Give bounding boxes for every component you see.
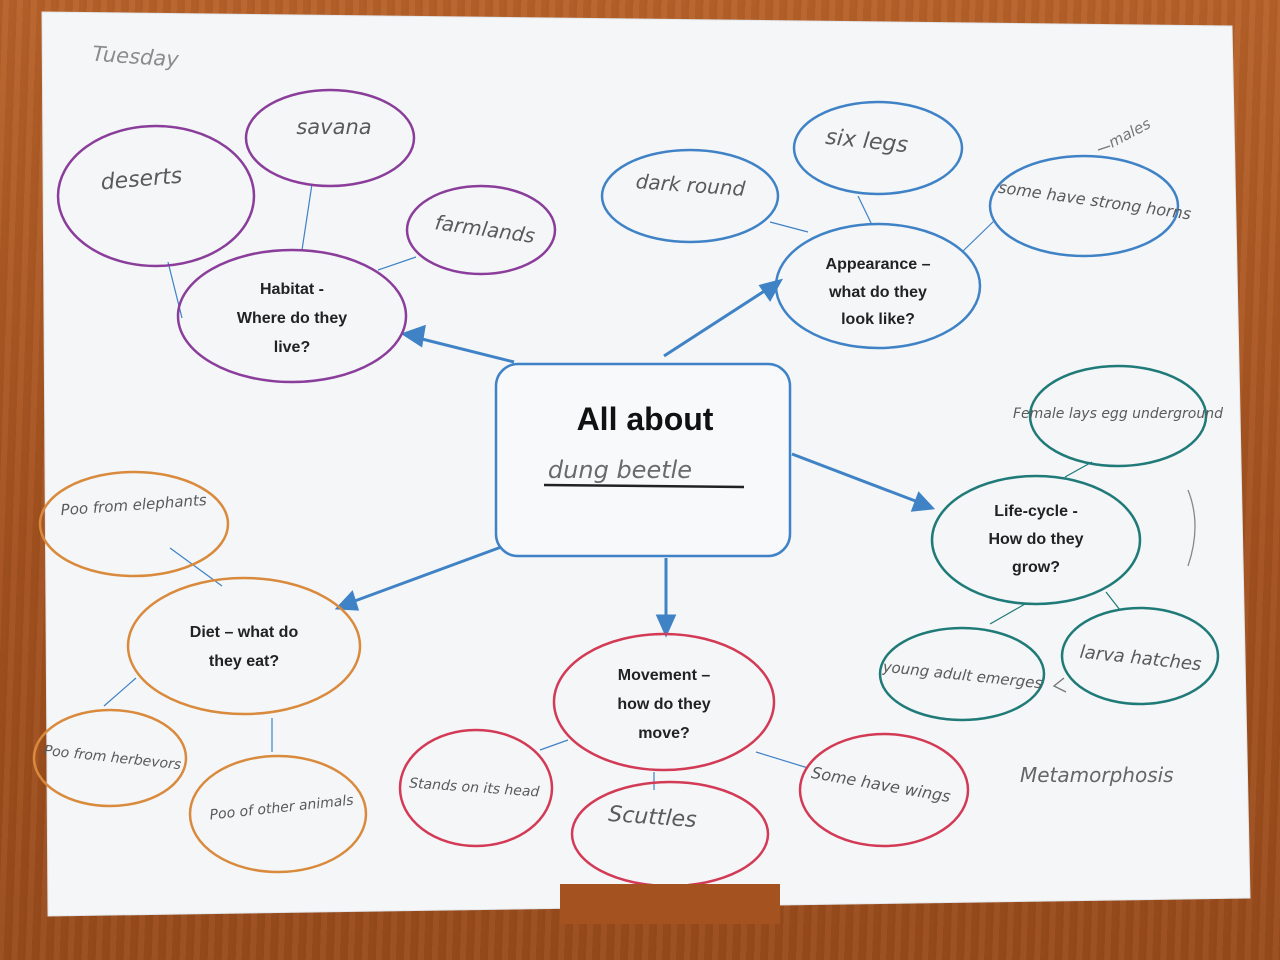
appearance-note-dash [1097,145,1111,151]
habitat-node [176,248,408,384]
movement-node [552,632,776,772]
lifecycle-answer-2-node [1060,606,1220,706]
central-subject: dung beetle [548,456,692,484]
central-topic-box [494,362,792,558]
diet-label-line-2: they eat? [209,653,279,670]
habitat-answer-2-node [244,88,416,188]
appearance-label-line-3: look like? [841,311,915,328]
central-title: All about [577,401,714,437]
diet-node [126,576,362,716]
lifecycle-sequence-arc [1187,489,1196,567]
connector-lines [103,183,1121,790]
lifecycle-note: Metamorphosis [1020,763,1174,787]
paper-bottom-edge-mask [560,884,780,924]
appearance-label-line-2: what do they [828,284,927,301]
lifecycle-sequence-chevron [1052,677,1067,693]
habitat-answer-3-node [405,184,557,276]
central-subject-underline [543,483,745,489]
lifecycle-node [930,474,1142,606]
lifecycle-label-line-3: grow? [1012,559,1060,576]
habitat-answer-1-node [56,124,256,268]
lifecycle-label-line-1: Life-cycle - [994,503,1078,520]
habitat-answer-2: savana [296,115,371,139]
appearance-label-line-1: Appearance – [826,256,931,273]
movement-answer-2: Scuttles [608,802,698,833]
movement-answer-3-node [798,732,970,848]
lifecycle-answer-3-node [878,626,1046,722]
appearance-answer-2-node [792,100,964,196]
lifecycle-answer-1: Female lays egg underground [1013,406,1223,422]
habitat-label-line-2: Where do they [237,310,347,327]
movement-label-line-3: move? [638,725,690,742]
diet-answer-1-node [38,470,230,578]
lifecycle-answer-1-node [1028,364,1208,468]
diet-label-line-1: Diet – what do [190,624,299,641]
appearance-answer-1-node [600,148,780,244]
appearance-node [774,222,982,350]
habitat-label-line-3: live? [274,339,310,356]
diet-answer-3-node [188,754,368,874]
movement-label-line-2: how do they [617,696,710,713]
movement-answer-1-node [398,728,554,848]
movement-label-line-1: Movement – [618,667,711,684]
lifecycle-label-line-2: How do they [988,531,1083,548]
diet-answer-2-node [32,708,188,808]
habitat-label-line-1: Habitat - [260,281,324,298]
diet-group: Diet – what do they eat? Poo from elepha… [32,470,368,874]
appearance-answer-3-node [988,154,1180,258]
